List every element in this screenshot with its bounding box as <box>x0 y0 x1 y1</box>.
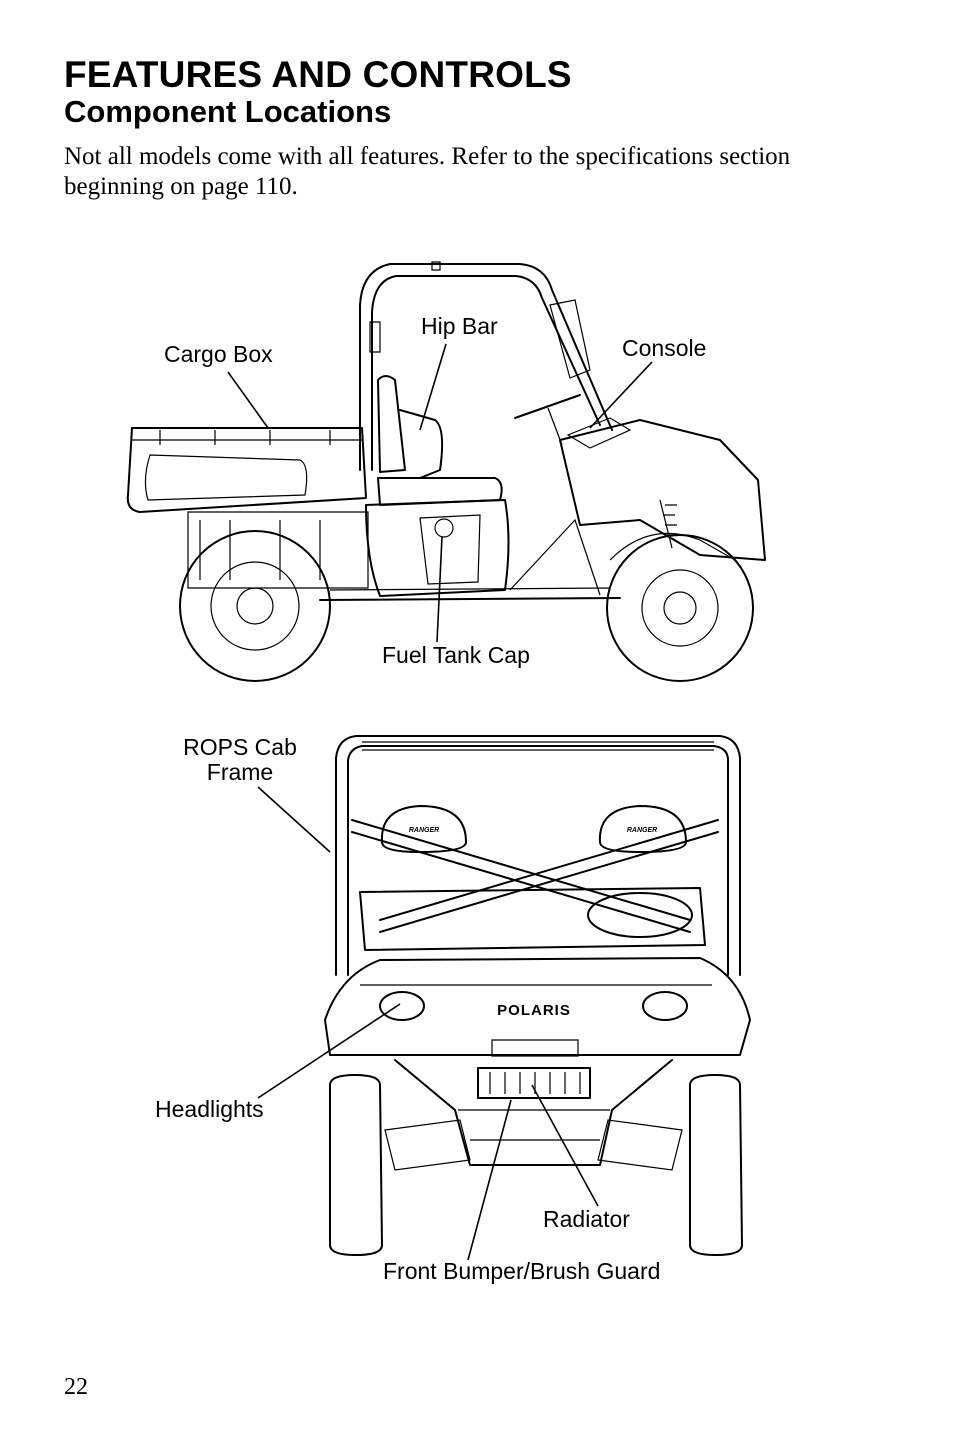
steering-column <box>547 407 563 446</box>
label-console: Console <box>622 335 706 361</box>
seat-back <box>377 375 406 473</box>
dashboard <box>359 887 706 951</box>
front-body-lower <box>509 518 601 596</box>
fuel-tank-cap-shape <box>434 518 454 538</box>
rear-wheel <box>179 530 331 682</box>
rops-mirror <box>369 321 381 353</box>
leader-front-bumper <box>467 1099 512 1261</box>
label-fuel-tank-cap: Fuel Tank Cap <box>382 642 530 668</box>
hood-brand-logo: POLARIS <box>497 1002 571 1019</box>
front-wheel-rim <box>641 569 719 647</box>
label-front-bumper: Front Bumper/Brush Guard <box>383 1258 660 1284</box>
left-headlight <box>379 991 425 1021</box>
brush-guard <box>394 1059 673 1166</box>
right-headlight <box>642 991 688 1021</box>
upper-grille <box>491 1039 579 1057</box>
front-wheel <box>606 534 754 682</box>
leader-hip-bar <box>419 343 447 431</box>
cargo-box-underframe <box>187 511 369 589</box>
front-shock <box>659 499 679 549</box>
rear-window <box>549 299 591 379</box>
cargo-box-underframe-detail <box>199 520 321 580</box>
steering-wheel <box>514 394 581 419</box>
rops-frame-side <box>359 263 613 471</box>
left-a-arm <box>384 1119 471 1171</box>
console-dash <box>566 417 632 449</box>
front-wheel-hub <box>663 591 697 625</box>
left-headrest-badge: RANGER <box>409 827 439 834</box>
leader-fuel-tank-cap <box>436 536 443 643</box>
rear-wheel-hub <box>236 587 274 625</box>
hip-bar <box>399 409 444 479</box>
rops-frame-side-inner <box>371 275 601 471</box>
rops-clip <box>431 261 441 271</box>
intro-paragraph: Not all models come with all features. R… <box>64 143 791 200</box>
right-a-arm <box>597 1119 683 1171</box>
hood <box>324 957 751 1056</box>
right-front-tire <box>689 1074 743 1256</box>
cargo-box-panel <box>144 454 308 501</box>
label-rops-line1: ROPS Cab <box>183 734 297 760</box>
left-front-tire <box>329 1074 383 1256</box>
label-hip-bar: Hip Bar <box>421 313 498 339</box>
rear-wheel-rim <box>210 561 300 651</box>
label-radiator: Radiator <box>543 1206 630 1232</box>
side-body-panel <box>365 499 510 597</box>
label-rops-line2: Frame <box>207 759 273 785</box>
right-headrest <box>598 805 687 853</box>
radiator-grille-mesh <box>489 1072 581 1094</box>
label-headlights: Headlights <box>155 1096 264 1122</box>
rops-frame-front-inner <box>347 745 729 976</box>
radiator-grille <box>477 1067 591 1099</box>
leader-rops <box>257 786 331 853</box>
label-cargo-box: Cargo Box <box>164 341 273 367</box>
page-number: 22 <box>64 1374 88 1400</box>
brush-guard-inner <box>458 1109 610 1141</box>
cargo-box <box>126 427 367 513</box>
front-fender <box>609 532 736 561</box>
front-hood <box>559 419 766 561</box>
leader-console <box>589 361 653 429</box>
rops-x-brace <box>351 819 719 933</box>
cargo-box-stake <box>159 430 331 445</box>
front-view-vehicle: RANGER RANGER POLARIS <box>324 735 751 1256</box>
side-view-vehicle <box>126 261 766 682</box>
leader-headlights <box>257 1003 401 1099</box>
leader-cargo-box <box>227 371 269 429</box>
fuel-tank-area <box>419 514 481 585</box>
right-headrest-badge: RANGER <box>627 827 657 834</box>
rops-frame-front <box>335 735 741 976</box>
rops-crossbar <box>362 741 714 751</box>
left-headrest <box>380 805 467 853</box>
section-subtitle: Component Locations <box>64 94 392 129</box>
frame-floor-inner <box>329 587 611 591</box>
leader-radiator <box>531 1084 599 1207</box>
section-title: FEATURES AND CONTROLS <box>64 54 572 95</box>
steering-wheel-front <box>587 892 693 938</box>
frame-floor <box>319 597 621 601</box>
